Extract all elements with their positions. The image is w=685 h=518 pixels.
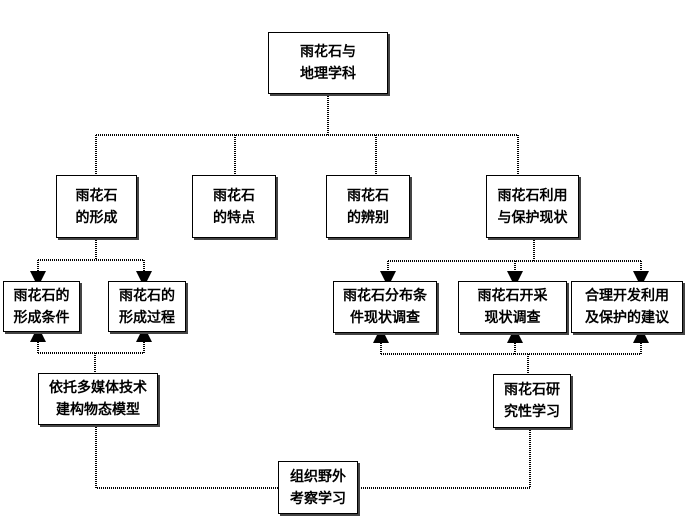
node-text: 及保护的建议 [585, 310, 669, 326]
node-text: 雨花石的 [13, 287, 70, 304]
node-text: 的形成 [75, 209, 118, 226]
node-text: 合理开发利用 [585, 288, 669, 304]
node-text: 雨花石利用 [497, 187, 568, 204]
connector-fieldtrip [95, 425, 531, 489]
node-text: 考察学习 [290, 490, 346, 507]
connector-root [95, 94, 519, 175]
node-process: 雨花石的形成过程 [108, 281, 186, 332]
connector-formation [38, 238, 144, 261]
node-text: 现状调查 [484, 310, 541, 326]
node-text: 组织野外 [290, 468, 346, 485]
node-fieldtrip: 组织野外考察学习 [278, 461, 358, 514]
node-features: 雨花石的特点 [192, 175, 276, 238]
node-text: 形成过程 [119, 309, 175, 326]
node-text: 地理学科 [300, 66, 356, 82]
node-text: 雨花石 [75, 187, 118, 204]
node-identify: 雨花石的辨别 [326, 175, 410, 238]
node-text: 的辨别 [347, 209, 389, 226]
node-text: 雨花石 [347, 187, 389, 204]
node-text: 雨花石与 [300, 44, 356, 60]
node-status: 雨花石利用与保护现状 [486, 175, 579, 238]
node-formation: 雨花石的形成 [56, 175, 137, 238]
node-text: 雨花石研 [504, 382, 560, 398]
node-text: 形成条件 [13, 309, 70, 326]
node-text: 的特点 [213, 209, 255, 226]
node-text: 件现状调查 [350, 310, 420, 326]
node-advice: 合理开发利用及保护的建议 [571, 281, 683, 333]
node-conditions: 雨花石的形成条件 [3, 281, 80, 332]
connector-research [381, 353, 641, 374]
connector-multimedia [38, 352, 144, 373]
node-distribution: 雨花石分布条件现状调查 [333, 281, 437, 333]
node-multimedia: 依托多媒体技术建构物态模型 [38, 373, 158, 425]
node-text: 雨花石开采 [477, 288, 548, 304]
node-text: 雨花石 [213, 187, 255, 204]
node-text: 雨花石分布条 [343, 288, 427, 304]
node-text: 究性学习 [504, 404, 560, 420]
node-text: 依托多媒体技术 [49, 380, 147, 396]
node-text: 建构物态模型 [56, 402, 140, 418]
node-text: 雨花石的 [119, 287, 175, 304]
node-research: 雨花石研究性学习 [493, 374, 571, 428]
connector-status [388, 238, 641, 262]
node-mining: 雨花石开采现状调查 [458, 281, 567, 333]
node-root: 雨花石与地理学科 [268, 32, 388, 94]
node-text: 与保护现状 [497, 209, 568, 226]
